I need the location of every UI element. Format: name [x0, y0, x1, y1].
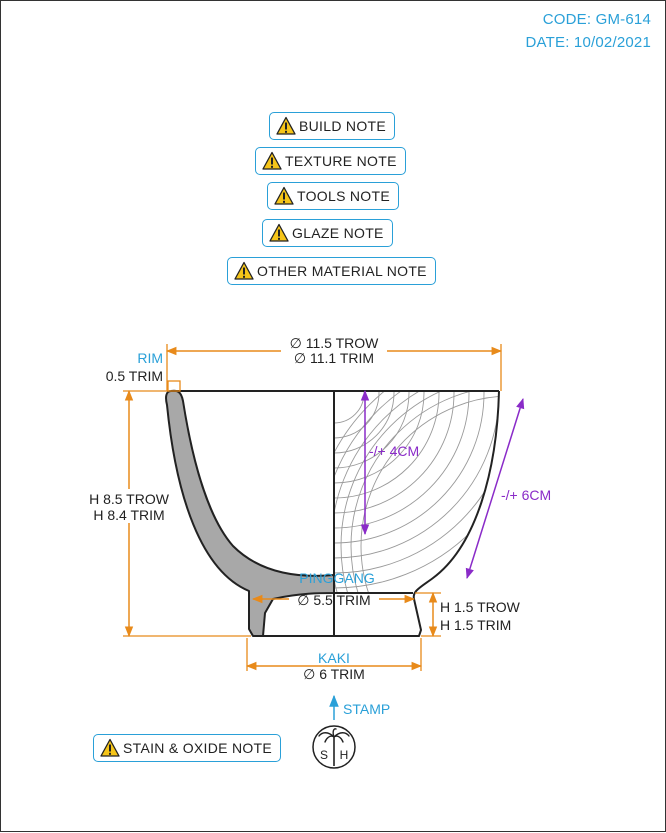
texture-note-label: TEXTURE NOTE [285, 153, 397, 169]
inner-texture-text: -/+ 4CM [369, 443, 419, 459]
foot-height-trow-text: H 1.5 TROW [440, 599, 521, 615]
kaki-label: KAKI [318, 650, 350, 666]
warning-icon [276, 116, 296, 135]
warning-icon [269, 223, 289, 242]
glaze-note-button[interactable]: GLAZE NOTE [262, 219, 393, 247]
stain-oxide-note-label: STAIN & OXIDE NOTE [123, 740, 273, 756]
stamp-left-letter: S [320, 748, 328, 762]
stain-oxide-note-button[interactable]: STAIN & OXIDE NOTE [93, 734, 282, 762]
width-trim-text: ∅ 11.1 TRIM [294, 350, 374, 366]
stamp-logo-icon: S H [312, 725, 356, 769]
rim-label: RIM [137, 350, 163, 366]
code-label: CODE: GM-614 [542, 11, 651, 28]
bowl-wall-section [165, 389, 335, 637]
stamp-right-letter: H [340, 748, 349, 762]
warning-icon [100, 738, 120, 757]
kaki-trim-text: ∅ 6 TRIM [303, 666, 365, 682]
foot-height-trim-text: H 1.5 TRIM [440, 617, 511, 633]
date-label: DATE: 10/02/2021 [525, 34, 651, 51]
rim-marker [167, 380, 181, 392]
stamp-label: STAMP [343, 701, 390, 717]
other-material-note-button[interactable]: OTHER MATERIAL NOTE [227, 257, 436, 285]
height-trim-text: H 8.4 TRIM [93, 507, 164, 523]
width-trow-text: ∅ 11.5 TROW [290, 335, 379, 351]
build-note-label: BUILD NOTE [299, 118, 387, 134]
rim-trim-text: 0.5 TRIM [106, 368, 163, 384]
pinggang-trim-text: ∅ 5.5 TRIM [297, 592, 370, 608]
outer-texture-text: -/+ 6CM [501, 487, 551, 503]
build-note-button[interactable]: BUILD NOTE [269, 112, 396, 140]
other-material-note-label: OTHER MATERIAL NOTE [257, 263, 427, 279]
tools-note-button[interactable]: TOOLS NOTE [267, 182, 399, 210]
warning-icon [274, 186, 294, 205]
warning-icon [262, 151, 282, 170]
pinggang-label: PINGGANG [299, 570, 374, 586]
height-trow-text: H 8.5 TROW [89, 491, 170, 507]
outer-texture-dimension [465, 397, 525, 580]
glaze-note-label: GLAZE NOTE [292, 225, 384, 241]
texture-note-button[interactable]: TEXTURE NOTE [255, 147, 406, 175]
warning-icon [234, 261, 254, 280]
texture-pattern [334, 391, 499, 593]
tools-note-label: TOOLS NOTE [297, 188, 390, 204]
